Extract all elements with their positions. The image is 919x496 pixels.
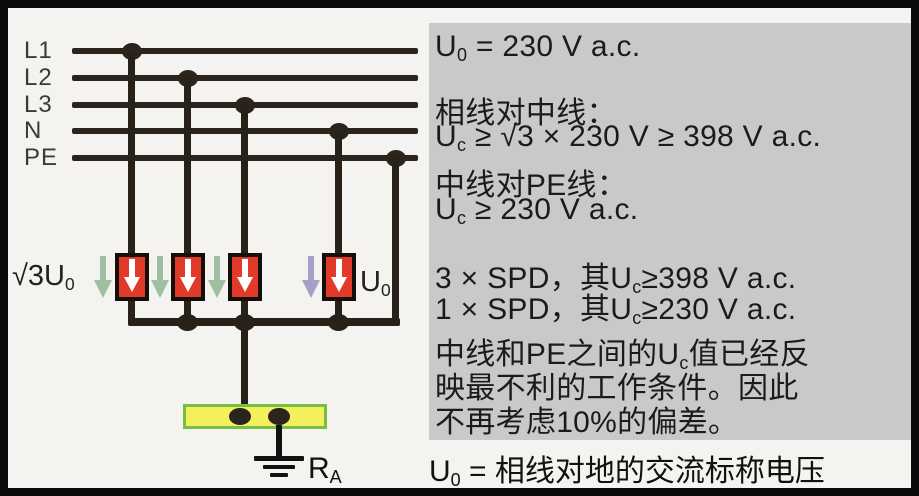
surge-down-arrow-green-icon [208,256,226,298]
bus-dot-1 [177,314,198,331]
text-u0-value: U0 = 230 V a.c. [435,30,641,66]
earth-drop-wire [241,322,248,406]
earthing-terminal-bar [183,404,327,429]
conductor-label-L2: L2 [24,64,53,91]
sqrt3-u0-label: √3U0 [12,260,75,294]
wire-L1 [72,48,418,54]
text-uc-note-line-2: 映最不利的工作条件。因此 [435,372,799,405]
surge-down-arrow-green-icon [151,256,169,298]
drop-wire-L1 [128,51,135,254]
u0-label: U0 [360,266,391,300]
earth-bar-dot-1 [229,408,251,425]
earth-resistance-ra-label: RA [308,452,342,488]
ground-lead-wire [276,425,282,458]
text-uc-phase-formula: Uc ≥ √3 × 230 V ≥ 398 V a.c. [435,120,822,156]
bus-dot-3 [328,314,349,331]
text-phase-to-neutral-heading: 相线对中线： [435,97,617,130]
spd-white-down-arrow-icon [331,259,347,292]
spd-stub-L1 [128,301,135,321]
wire-L2 [72,75,418,81]
text-1xspd-rule: 1 × SPD，其Uc≥230 V a.c. [435,293,797,329]
spd-stub-N [335,301,342,321]
spd-device-L1 [115,253,149,301]
equipotential-bus [128,318,400,326]
text-uc-note-line-1: 中线和PE之间的Uc值已经反 [435,338,810,374]
spd-device-N [322,253,356,301]
text-uc-note-line-3: 不再考虑10%的偏差。 [435,406,739,439]
drop-wire-N [335,131,342,254]
ground-symbol-bar-2 [263,465,295,469]
spd-device-L2 [171,253,205,301]
ground-symbol-bar-1 [254,456,304,461]
surge-down-arrow-purple-icon [302,256,320,298]
text-neutral-to-pe-heading: 中线对PE线： [435,169,628,202]
text-u0-definition: U0 = 相线对地的交流标称电压 [429,455,825,491]
spd-stub-L2 [184,301,191,321]
annotation-panel: U0 = 230 V a.c. 相线对中线： Uc ≥ √3 × 230 V ≥… [429,23,911,440]
spd-white-down-arrow-icon [180,259,196,292]
spd-stub-L3 [241,301,248,321]
earth-bar-dot-2 [268,408,290,425]
conductor-label-PE: PE [24,144,59,171]
spd-device-L3 [228,253,262,301]
ground-symbol-bar-3 [270,473,288,477]
surge-down-arrow-green-icon [94,256,112,298]
text-3xspd-rule: 3 × SPD，其Uc≥398 V a.c. [435,262,797,298]
drop-wire-L3 [241,105,248,254]
spd-white-down-arrow-icon [124,259,140,292]
conductor-label-N: N [24,117,43,144]
conductor-label-L3: L3 [24,91,53,118]
drop-wire-L2 [184,78,191,254]
conductor-label-L1: L1 [24,37,53,64]
text-uc-neutral-formula: Uc ≥ 230 V a.c. [435,193,639,229]
drop-wire-PE [392,158,399,326]
spd-white-down-arrow-icon [237,259,253,292]
